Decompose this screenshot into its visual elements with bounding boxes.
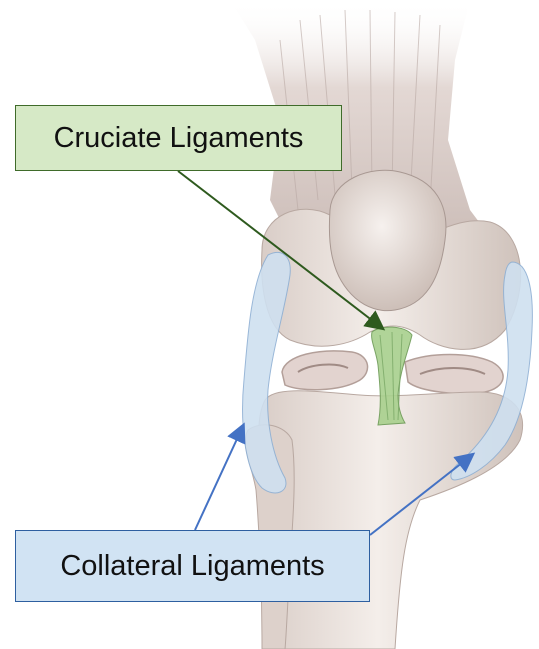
- cruciate-ligaments-label: Cruciate Ligaments: [54, 122, 304, 155]
- cruciate-ligaments-callout: Cruciate Ligaments: [15, 105, 342, 171]
- patella: [329, 170, 445, 310]
- collateral-ligaments-callout: Collateral Ligaments: [15, 530, 370, 602]
- collateral-arrow-medial: [195, 426, 243, 530]
- collateral-ligaments-label: Collateral Ligaments: [60, 550, 324, 583]
